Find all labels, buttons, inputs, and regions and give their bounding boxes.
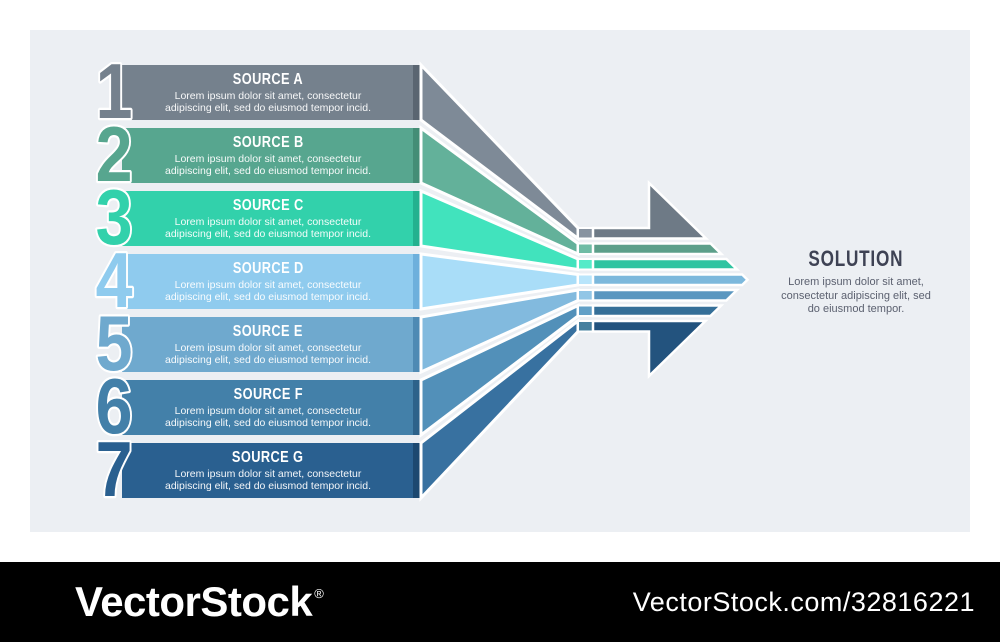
source-4-text: SOURCE D Lorem ipsum dolor sit amet, con… [122, 260, 414, 303]
source-3-text: SOURCE C Lorem ipsum dolor sit amet, con… [122, 197, 414, 240]
source-1-fold [413, 65, 421, 120]
source-6-title: SOURCE F [233, 386, 303, 403]
source-1-text: SOURCE A Lorem ipsum dolor sit amet, con… [122, 71, 414, 114]
source-4-bar [122, 254, 413, 309]
source-4-title: SOURCE D [232, 260, 304, 277]
source-7-flow: 7 [93, 317, 709, 515]
source-6-fold [413, 380, 421, 435]
source-7-arrow-stripe [591, 319, 709, 379]
source-7-text: SOURCE G Lorem ipsum dolor sit amet, con… [122, 449, 414, 492]
source-7-bend [577, 320, 594, 333]
source-6-arrow-stripe [591, 304, 725, 318]
watermark-bar: VectorStock® VectorStock.com/32816221 [0, 562, 1000, 642]
source-1-flow: 1 [93, 46, 710, 242]
source-4-number: 4 [96, 237, 133, 324]
source-3-bar [122, 191, 413, 246]
source-2-bar [122, 128, 413, 183]
watermark-url: VectorStock.com/32816221 [632, 586, 975, 617]
source-4-flow: 4 [93, 235, 750, 326]
source-1-arrow-stripe [591, 180, 710, 240]
source-3-title: SOURCE C [232, 197, 304, 214]
source-7-number: 7 [96, 426, 133, 513]
source-2-fold [413, 128, 421, 183]
source-2-flow: 2 [93, 109, 725, 257]
source-2-arrow-stripe [591, 242, 725, 256]
source-1-bend [577, 227, 594, 240]
source-6-bar [122, 380, 413, 435]
source-6-bend [577, 304, 594, 317]
source-2-number: 2 [96, 111, 133, 198]
registered-mark: ® [314, 586, 324, 601]
source-1-title: SOURCE A [232, 71, 304, 88]
solution-block: SOLUTION Lorem ipsum dolor sit amet, con… [750, 246, 962, 317]
source-3-flow: 3 [93, 172, 741, 272]
source-5-arrow-stripe [591, 288, 741, 302]
source-7-title: SOURCE G [232, 449, 304, 466]
source-3-number: 3 [96, 174, 133, 261]
source-5-title: SOURCE E [232, 323, 304, 340]
source-5-fold [413, 317, 421, 372]
source-4-fold [413, 254, 421, 309]
source-5-bar [122, 317, 413, 372]
vectorstock-logo: VectorStock® [75, 578, 324, 625]
source-6-number: 6 [96, 363, 133, 450]
solution-description: Lorem ipsum dolor sit amet, consectetur … [781, 276, 931, 315]
source-5-bend [577, 289, 594, 302]
source-5-text: SOURCE E Lorem ipsum dolor sit amet, con… [122, 323, 414, 366]
source-2-title: SOURCE B [232, 134, 304, 151]
source-6-flow: 6 [93, 303, 725, 452]
infographic-canvas: 1 2 3 4 [30, 30, 970, 532]
source-5-number: 5 [96, 300, 133, 387]
source-7-fold [413, 443, 421, 498]
source-2-text: SOURCE B Lorem ipsum dolor sit amet, con… [122, 134, 414, 177]
source-3-bend [577, 258, 594, 271]
source-6-text: SOURCE F Lorem ipsum dolor sit amet, con… [122, 386, 414, 429]
source-2-bend [577, 242, 594, 255]
source-3-arrow-stripe [591, 257, 741, 271]
source-7-bar [122, 443, 413, 498]
source-4-arrow-stripe [591, 273, 750, 287]
solution-title: SOLUTION [808, 246, 904, 271]
source-1-bar [122, 65, 413, 120]
source-3-fold [413, 191, 421, 246]
source-4-bend [577, 273, 594, 286]
source-1-number: 1 [96, 48, 133, 135]
arrow-infographic: 1 2 3 4 [93, 46, 750, 515]
source-5-flow: 5 [93, 288, 741, 389]
